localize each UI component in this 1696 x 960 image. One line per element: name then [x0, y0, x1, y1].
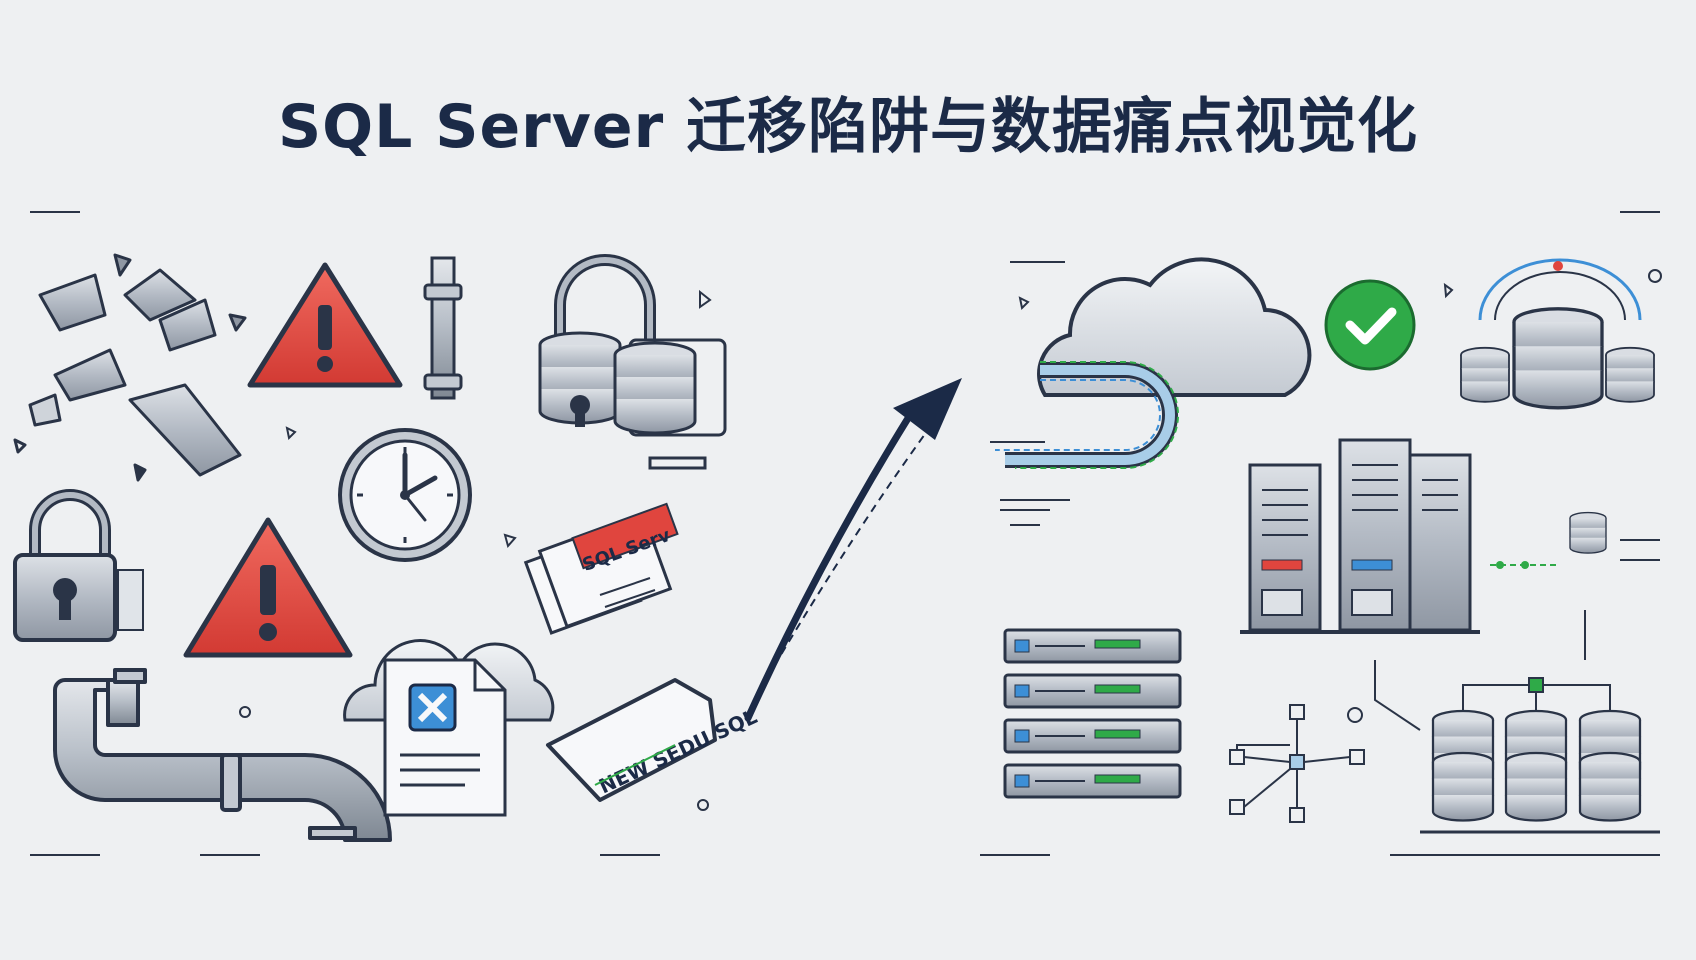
- database-array-icon: [1374, 610, 1660, 834]
- warning-triangle-icon: [247, 262, 403, 388]
- pipe-fitting-icon: [423, 256, 463, 400]
- padlock-database-icon: [538, 254, 727, 470]
- server-tower-icon: [1240, 438, 1480, 634]
- decor-lines: [30, 211, 1660, 856]
- database-icon: [1490, 511, 1660, 569]
- rack-server-icon: [1003, 628, 1182, 799]
- sql-server-document-icon: SQL Serv: [523, 502, 679, 635]
- decor-shapes: [239, 269, 1662, 811]
- upward-arrow-icon: [744, 378, 962, 722]
- broken-pipe-icon: [53, 668, 392, 842]
- padlock-icon: [13, 489, 144, 642]
- success-check-icon: [1324, 279, 1416, 371]
- network-nodes-icon: [1229, 704, 1365, 823]
- page-title: SQL Server 迁移陷阱与数据痛点视觉化: [277, 92, 1419, 162]
- database-cluster-icon: [1460, 258, 1655, 410]
- cloud-data-stream-icon: [995, 257, 1312, 501]
- new-server-tag-icon: NEW SEDU SQL: [546, 678, 761, 802]
- broken-fragments-icon: [13, 253, 247, 482]
- warning-triangle-icon: [183, 517, 353, 658]
- clock-icon: [338, 428, 472, 562]
- cloud-document-x-icon: [343, 639, 555, 817]
